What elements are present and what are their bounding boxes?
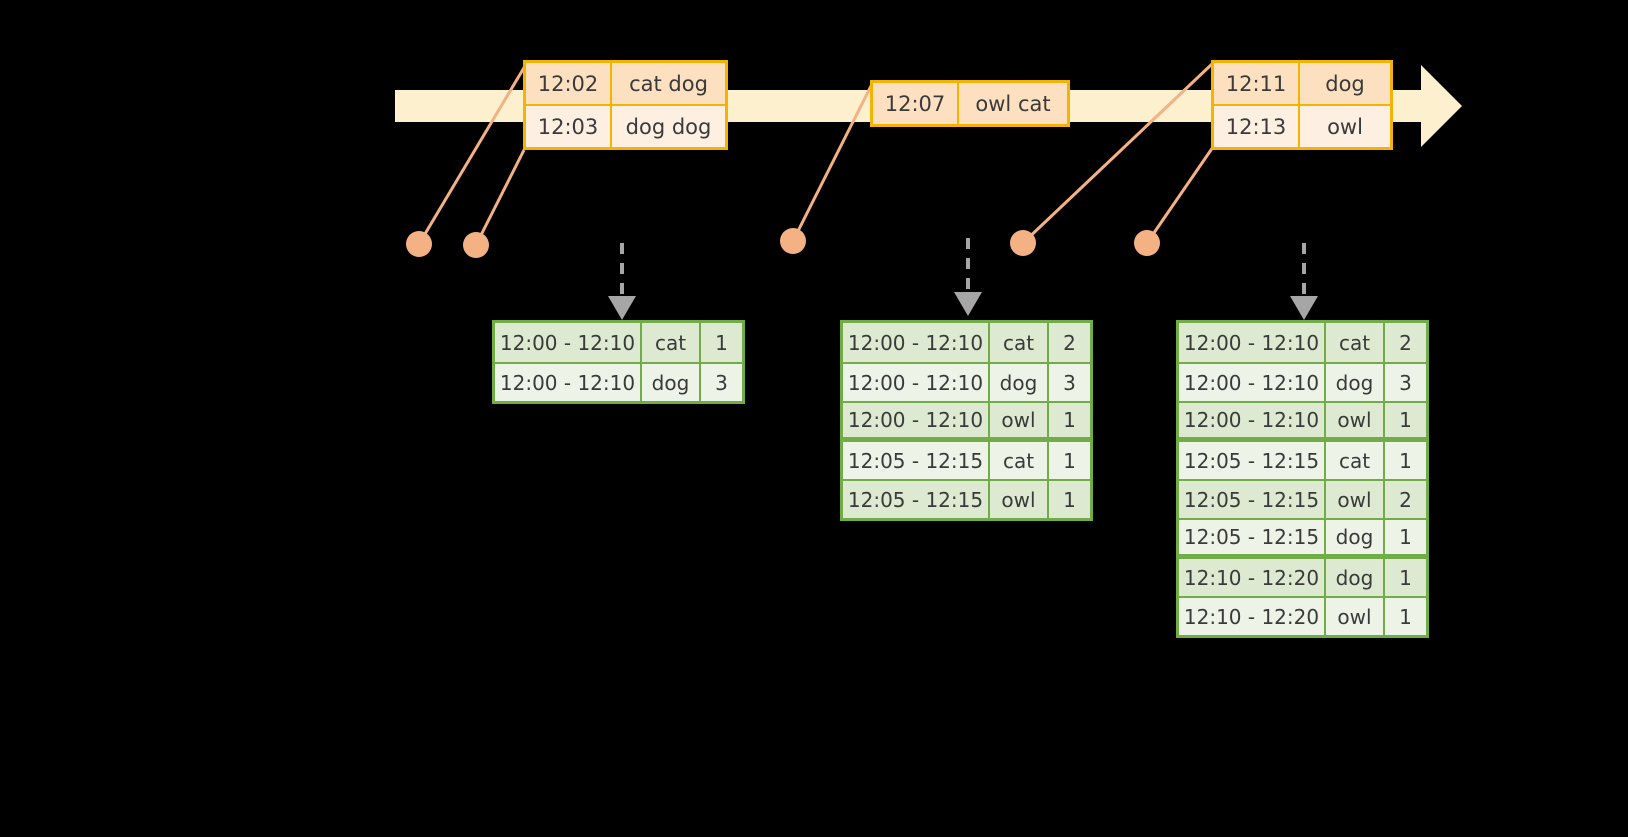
window-cell: 12:00 - 12:10	[495, 323, 642, 362]
event-row: 12:02 cat dog	[526, 63, 725, 104]
window-cell: 12:00 - 12:10	[1179, 403, 1326, 437]
window-cell: 12:10 - 12:20	[1179, 598, 1326, 635]
table-row: 12:00 - 12:10 owl 1	[1179, 401, 1426, 440]
word-cell: dog	[1326, 559, 1385, 596]
table-row: 12:00 - 12:10 cat 2	[843, 323, 1090, 362]
word-cell: owl	[990, 481, 1049, 518]
down-arrow-3	[1290, 243, 1318, 320]
word-cell: dog	[642, 364, 701, 401]
count-cell: 1	[1385, 559, 1426, 596]
event-words: dog	[1300, 63, 1390, 104]
window-cell: 12:00 - 12:10	[1179, 364, 1326, 401]
window-cell: 12:00 - 12:10	[843, 403, 990, 437]
event-words: cat dog	[612, 63, 725, 104]
table-row: 12:00 - 12:10 cat 1	[495, 323, 742, 362]
down-arrows	[608, 238, 1318, 320]
count-cell: 2	[1385, 323, 1426, 362]
event-time: 12:03	[526, 106, 612, 147]
count-cell: 1	[1385, 520, 1426, 554]
event-time: 12:02	[526, 63, 612, 104]
table-row: 12:05 - 12:15 owl 1	[843, 479, 1090, 518]
word-cell: cat	[642, 323, 701, 362]
connector-line-1203	[474, 149, 526, 246]
dot-1207	[780, 228, 806, 254]
window-cell: 12:05 - 12:15	[1179, 481, 1326, 518]
window-cell: 12:00 - 12:10	[843, 364, 990, 401]
connector-lines	[417, 62, 1215, 246]
window-cell: 12:05 - 12:15	[1179, 442, 1326, 479]
dot-1202	[406, 231, 432, 257]
table-row: 12:00 - 12:10 dog 3	[1179, 362, 1426, 401]
result-table-3: 12:00 - 12:10 cat 2 12:00 - 12:10 dog 3 …	[1176, 320, 1429, 638]
connector-line-1207	[791, 83, 874, 242]
down-arrow-2	[954, 238, 982, 316]
event-words: dog dog	[612, 106, 725, 147]
window-cell: 12:05 - 12:15	[843, 481, 990, 518]
event-time: 12:07	[873, 83, 959, 124]
word-cell: cat	[990, 323, 1049, 362]
event-row: 12:03 dog dog	[526, 104, 725, 147]
count-cell: 3	[1385, 364, 1426, 401]
event-words: owl	[1300, 106, 1390, 147]
count-cell: 2	[1049, 323, 1090, 362]
event-row: 12:07 owl cat	[873, 83, 1067, 124]
table-row: 12:05 - 12:15 dog 1	[1179, 518, 1426, 557]
count-cell: 2	[1385, 481, 1426, 518]
dot-1211	[1010, 230, 1036, 256]
window-cell: 12:00 - 12:10	[1179, 323, 1326, 362]
event-time: 12:11	[1214, 63, 1300, 104]
count-cell: 1	[1049, 442, 1090, 479]
word-cell: cat	[1326, 323, 1385, 362]
connector-line-1202	[417, 65, 527, 245]
window-cell: 12:00 - 12:10	[843, 323, 990, 362]
event-row: 12:13 owl	[1214, 104, 1390, 147]
word-cell: owl	[1326, 481, 1385, 518]
count-cell: 1	[1049, 403, 1090, 437]
event-row: 12:11 dog	[1214, 63, 1390, 104]
table-row: 12:05 - 12:15 owl 2	[1179, 479, 1426, 518]
count-cell: 3	[701, 364, 742, 401]
table-row: 12:05 - 12:15 cat 1	[1179, 440, 1426, 479]
result-table-2: 12:00 - 12:10 cat 2 12:00 - 12:10 dog 3 …	[840, 320, 1093, 521]
table-row: 12:00 - 12:10 dog 3	[843, 362, 1090, 401]
event-time: 12:13	[1214, 106, 1300, 147]
connector-line-1213	[1145, 146, 1215, 244]
table-row: 12:00 - 12:10 cat 2	[1179, 323, 1426, 362]
event-group-2: 12:07 owl cat	[870, 80, 1070, 127]
word-cell: owl	[1326, 598, 1385, 635]
window-cell: 12:05 - 12:15	[843, 442, 990, 479]
event-group-1: 12:02 cat dog 12:03 dog dog	[523, 60, 728, 150]
window-cell: 12:05 - 12:15	[1179, 520, 1326, 554]
window-cell: 12:10 - 12:20	[1179, 559, 1326, 596]
word-cell: owl	[1326, 403, 1385, 437]
down-arrow-1	[608, 243, 636, 320]
window-cell: 12:00 - 12:10	[495, 364, 642, 401]
count-cell: 1	[1385, 403, 1426, 437]
table-row: 12:00 - 12:10 owl 1	[843, 401, 1090, 440]
dot-1203	[463, 232, 489, 258]
word-cell: dog	[1326, 364, 1385, 401]
table-row: 12:00 - 12:10 dog 3	[495, 362, 742, 401]
count-cell: 1	[1385, 442, 1426, 479]
count-cell: 3	[1049, 364, 1090, 401]
result-table-1: 12:00 - 12:10 cat 1 12:00 - 12:10 dog 3	[492, 320, 745, 404]
table-row: 12:10 - 12:20 owl 1	[1179, 596, 1426, 635]
count-cell: 1	[1385, 598, 1426, 635]
count-cell: 1	[701, 323, 742, 362]
event-group-3: 12:11 dog 12:13 owl	[1211, 60, 1393, 150]
word-cell: dog	[1326, 520, 1385, 554]
dot-1213	[1134, 230, 1160, 256]
connector-line-1211	[1021, 62, 1214, 245]
word-cell: owl	[990, 403, 1049, 437]
event-words: owl cat	[959, 83, 1067, 124]
word-cell: cat	[1326, 442, 1385, 479]
table-row: 12:10 - 12:20 dog 1	[1179, 557, 1426, 596]
word-cell: dog	[990, 364, 1049, 401]
count-cell: 1	[1049, 481, 1090, 518]
word-cell: cat	[990, 442, 1049, 479]
connector-dots	[406, 228, 1160, 258]
table-row: 12:05 - 12:15 cat 1	[843, 440, 1090, 479]
